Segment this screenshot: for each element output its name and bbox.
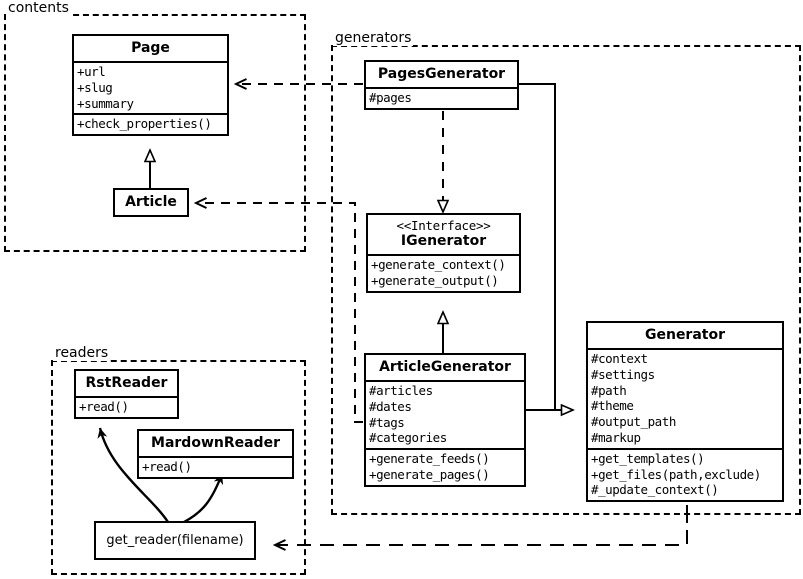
class-page-attributes: +url +slug +summary [74,61,227,113]
attribute: +slug [77,79,113,95]
operation: +get_templates() [591,450,705,466]
class-articlegenerator-title: ArticleGenerator [366,355,524,380]
package-contents-label: contents [6,0,71,16]
attribute: #tags [369,414,405,430]
class-generator-name: Generator [644,327,725,343]
class-articlegenerator[interactable]: ArticleGenerator #articles #dates #tags … [364,353,526,487]
class-rstreader-operations: +read() [76,396,177,417]
class-rstreader-title: RstReader [76,371,177,396]
class-pagesgenerator-name: PagesGenerator [377,66,506,82]
class-mardownreader-name: MardownReader [151,435,280,451]
function-get-reader-label: get_reader(filename) [106,533,244,548]
operation: +read() [142,459,192,475]
class-igenerator-name: IGenerator [400,233,487,250]
class-pagesgenerator[interactable]: PagesGenerator #pages [364,60,519,110]
attribute: #path [591,382,627,398]
attribute: #theme [591,398,634,414]
attribute: #articles [369,383,433,399]
attribute: #settings [591,366,655,382]
operation: +generate_feeds() [369,451,490,467]
attribute: #categories [369,430,447,446]
class-rstreader[interactable]: RstReader +read() [74,369,179,419]
attribute: +summary [77,95,134,111]
function-get-reader[interactable]: get_reader(filename) [94,521,256,560]
class-generator-attributes: #context #settings #path #theme #output_… [588,348,782,448]
class-page-title: Page [74,36,227,61]
class-generator-title: Generator [588,323,782,348]
package-generators-label: generators [333,30,414,46]
operation: +generate_pages() [369,467,490,483]
operation: +read() [79,399,129,415]
attribute: #output_path [591,414,676,430]
class-mardownreader-operations: +read() [139,456,292,477]
attribute: #context [591,351,648,367]
operation: +generate_output() [371,273,499,289]
class-mardownreader-title: MardownReader [139,431,292,456]
attribute: +url [77,64,106,80]
class-pagesgenerator-attributes: #pages [366,87,517,108]
class-rstreader-name: RstReader [85,375,168,391]
package-contents [4,14,306,252]
class-igenerator-stereotype: <<Interface>> [396,218,491,233]
class-generator-operations: +get_templates() +get_files(path,exclude… [588,447,782,500]
class-pagesgenerator-title: PagesGenerator [366,62,517,87]
class-page-operations: +check_properties() [74,113,227,134]
operation: +get_files(path,exclude) [591,466,761,482]
class-article-name: Article [125,194,177,210]
attribute: #dates [369,398,412,414]
class-mardownreader[interactable]: MardownReader +read() [137,429,294,479]
class-article[interactable]: Article [113,188,189,218]
class-page[interactable]: Page +url +slug +summary +check_properti… [72,34,229,137]
attribute: #markup [591,430,641,446]
operation: +check_properties() [77,116,212,132]
class-article-title: Article [115,190,187,215]
class-igenerator-title: <<Interface>> IGenerator [368,215,519,254]
package-readers [51,360,306,575]
class-igenerator-operations: +generate_context() +generate_output() [368,254,519,291]
class-generator[interactable]: Generator #context #settings #path #them… [586,321,784,503]
class-articlegenerator-name: ArticleGenerator [379,359,511,375]
class-articlegenerator-attributes: #articles #dates #tags #categories [366,380,524,448]
operation: +generate_context() [371,257,506,273]
operation: #_update_context() [591,482,719,498]
attribute: #pages [369,90,412,106]
class-articlegenerator-operations: +generate_feeds() +generate_pages() [366,448,524,485]
class-igenerator[interactable]: <<Interface>> IGenerator +generate_conte… [366,213,521,294]
class-page-name: Page [131,40,170,56]
package-readers-label: readers [53,345,111,361]
